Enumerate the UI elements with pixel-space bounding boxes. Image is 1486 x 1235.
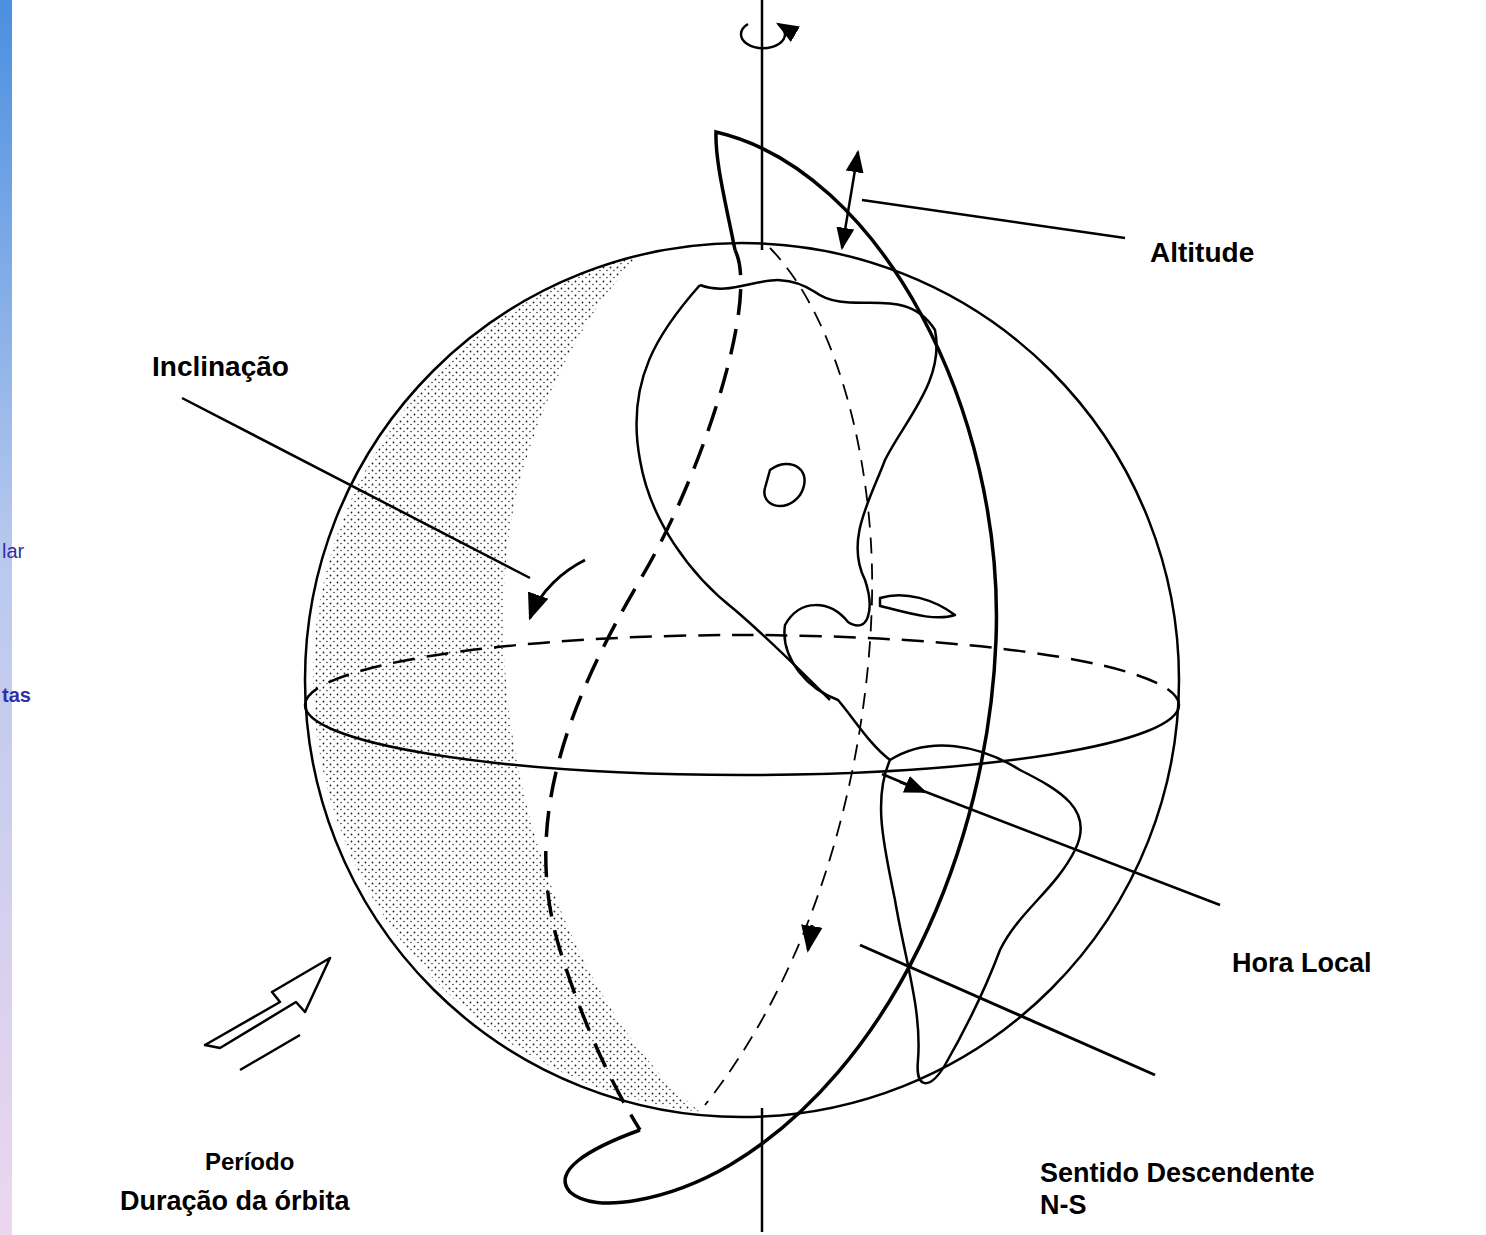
- part-label: Inclinação: [152, 350, 289, 383]
- globe-outline: [305, 243, 1179, 1117]
- ground-track: [705, 248, 872, 1105]
- earth-axis: [761, 0, 764, 250]
- earth-axis: [761, 1108, 764, 1232]
- period-arrow: [240, 1035, 300, 1070]
- orbit-back: [546, 250, 741, 1130]
- continents: [636, 280, 1080, 1083]
- leader-line: [900, 782, 1220, 905]
- leader-line: [862, 200, 1125, 238]
- equator-back: [305, 635, 1179, 705]
- inclination-arrow: [530, 560, 585, 618]
- rotation-arrow: [741, 24, 785, 48]
- altitude-arrow: [842, 152, 858, 248]
- part-label: Sentido Descendente N-S: [1040, 1158, 1330, 1222]
- equator: [305, 705, 1179, 775]
- period-arrow: [205, 958, 330, 1048]
- leader-line: [860, 945, 1155, 1075]
- part-label: Período: [205, 1148, 294, 1176]
- direction-arrow: [808, 925, 812, 950]
- cut-text: lar: [2, 540, 24, 564]
- part-label: Duração da órbita: [120, 1186, 350, 1218]
- lake: [764, 464, 804, 506]
- island: [880, 595, 955, 617]
- south-america: [881, 746, 1081, 1084]
- cut-text: tas: [2, 684, 31, 708]
- part-label: Hora Local: [1232, 948, 1372, 980]
- side-bar: [0, 0, 12, 1235]
- leader-line: [182, 398, 530, 578]
- part-label: Altitude: [1150, 236, 1254, 269]
- orbit-front: [565, 132, 996, 1203]
